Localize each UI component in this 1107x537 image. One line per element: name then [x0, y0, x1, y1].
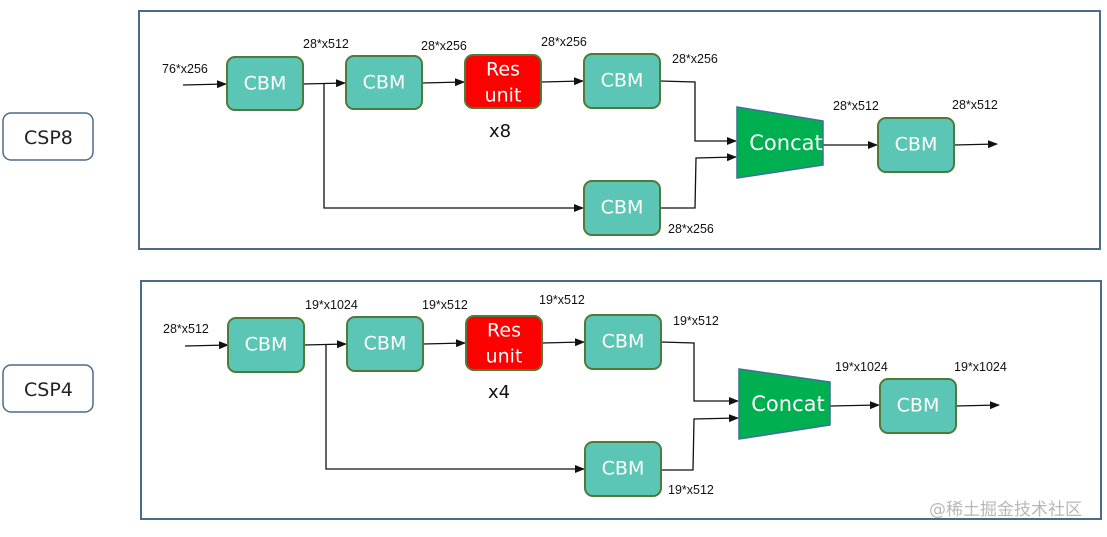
concat-node[interactable]: Concat — [736, 106, 824, 179]
cbm-branch-node[interactable]: CBM — [584, 441, 662, 497]
cbm-out-node[interactable]: CBM — [879, 378, 957, 434]
csp8-label: CSP8 — [24, 127, 73, 149]
cbm-node-label: CBM — [602, 458, 645, 480]
branch-to-concat-edge — [660, 153, 737, 209]
csp8-frame — [138, 10, 1101, 250]
cbm-node[interactable]: CBM — [226, 56, 304, 111]
cbm3-to-concat-edge — [659, 80, 737, 145]
cbm3-to-concat-edge — [660, 341, 739, 405]
dim-label: 76*x256 — [162, 62, 208, 76]
csp4-block: CSP4 CBM CBM Res unit x4 CBM — [2, 280, 1102, 520]
dim-label: 28*x512 — [833, 99, 879, 113]
dim-label: 19*x512 — [668, 483, 714, 497]
dim-label: 19*x512 — [539, 293, 585, 307]
cbm1-to-cbm2-edge — [302, 79, 346, 88]
csp4-label-box[interactable] — [2, 364, 94, 413]
csp4-frame — [140, 280, 1102, 520]
csp8-label-box[interactable] — [2, 112, 94, 161]
dim-label: 28*x512 — [163, 322, 209, 336]
csp4-label: CSP4 — [24, 379, 73, 401]
dim-label: 19*x1024 — [305, 298, 358, 312]
cbm-node[interactable]: CBM — [227, 317, 305, 373]
repeat-count: x4 — [488, 382, 510, 403]
cbm-node[interactable]: CBM — [583, 53, 661, 109]
dim-label: 19*x512 — [673, 314, 719, 328]
input-edge — [182, 80, 227, 89]
dim-label: 28*x512 — [303, 37, 349, 51]
cbm-branch-node[interactable]: CBM — [583, 180, 661, 236]
watermark: @稀土掘金技术社区 — [929, 500, 1082, 520]
res-unit-label-line2: unit — [486, 346, 523, 368]
dim-label: 28*x256 — [541, 35, 587, 49]
dim-label: 28*x512 — [952, 98, 998, 112]
dim-label: 19*x512 — [422, 298, 468, 312]
cbm-node-label: CBM — [364, 333, 407, 355]
res-unit-node[interactable]: Res unit — [464, 54, 542, 109]
cbm-node[interactable]: CBM — [584, 314, 662, 370]
res-to-cbm3-edge — [541, 338, 585, 347]
res-unit-label-line2: unit — [485, 85, 522, 107]
cbm-node[interactable]: CBM — [345, 55, 423, 110]
cbm-node-label: CBM — [897, 395, 940, 417]
cbm1-to-cbm2-edge — [303, 340, 347, 349]
concat-to-cbm-edge — [829, 401, 880, 410]
output-edge — [955, 401, 1000, 410]
dim-label: 28*x256 — [421, 39, 467, 53]
dim-label: 28*x256 — [668, 222, 714, 236]
cbm-node-label: CBM — [895, 134, 938, 156]
res-to-cbm3-edge — [540, 77, 584, 86]
cbm2-to-res-edge — [422, 339, 466, 348]
cbm-node-label: CBM — [245, 334, 288, 356]
concat-label: Concat — [749, 131, 822, 155]
res-unit-label-line1: Res — [486, 59, 520, 81]
input-edge — [184, 341, 229, 350]
dim-label: 28*x256 — [672, 52, 718, 66]
output-edge — [953, 140, 998, 149]
cbm-node-label: CBM — [601, 70, 644, 92]
res-unit-label-line1: Res — [487, 320, 521, 342]
res-unit-node[interactable]: Res unit — [465, 315, 543, 371]
concat-node[interactable]: Concat — [738, 368, 831, 440]
csp8-block: CSP8 CBM CBM Res unit x8 CBM — [2, 10, 1101, 250]
cbm-node[interactable]: CBM — [346, 316, 424, 372]
repeat-count: x8 — [489, 121, 511, 142]
dim-label: 19*x1024 — [835, 360, 888, 374]
split-branch-edge — [325, 345, 585, 473]
cbm-node-label: CBM — [363, 72, 406, 94]
cbm-node-label: CBM — [601, 197, 644, 219]
branch-to-concat-edge — [661, 414, 739, 471]
concat-label: Concat — [751, 392, 824, 416]
cbm2-to-res-edge — [421, 78, 465, 87]
cbm-node-label: CBM — [244, 73, 287, 95]
split-branch-edge — [323, 84, 584, 212]
dim-label: 19*x1024 — [954, 360, 1007, 374]
cbm-node-label: CBM — [602, 331, 645, 353]
cbm-out-node[interactable]: CBM — [877, 117, 955, 173]
